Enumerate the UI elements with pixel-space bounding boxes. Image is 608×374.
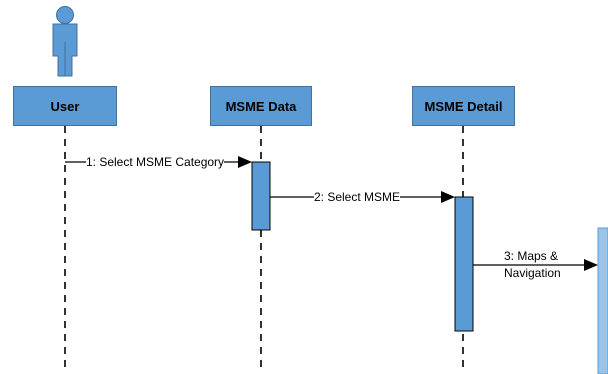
activation-msme-data xyxy=(251,161,271,231)
lifeline-title-msme-detail: MSME Detail xyxy=(424,98,503,114)
message-label-1: 1: Select MSME Category xyxy=(86,155,225,169)
message-label-2: 2: Select MSME xyxy=(314,190,401,204)
lifeline-title-msme-data: MSME Data xyxy=(225,98,297,114)
lifeline-header-msme-data: MSME Data xyxy=(210,86,312,126)
offscreen-lifeline xyxy=(597,227,608,374)
person-icon xyxy=(52,6,78,77)
message-arrow-3 xyxy=(473,259,598,271)
lifeline-header-msme-detail: MSME Detail xyxy=(412,86,515,126)
message-label-3-line2: Navigation xyxy=(504,266,561,280)
activation-msme-detail xyxy=(454,196,474,332)
lifeline-header-user: User xyxy=(13,86,117,126)
lifeline-title-user: User xyxy=(50,98,80,114)
message-label-3-line1: 3: Maps & xyxy=(504,249,559,263)
